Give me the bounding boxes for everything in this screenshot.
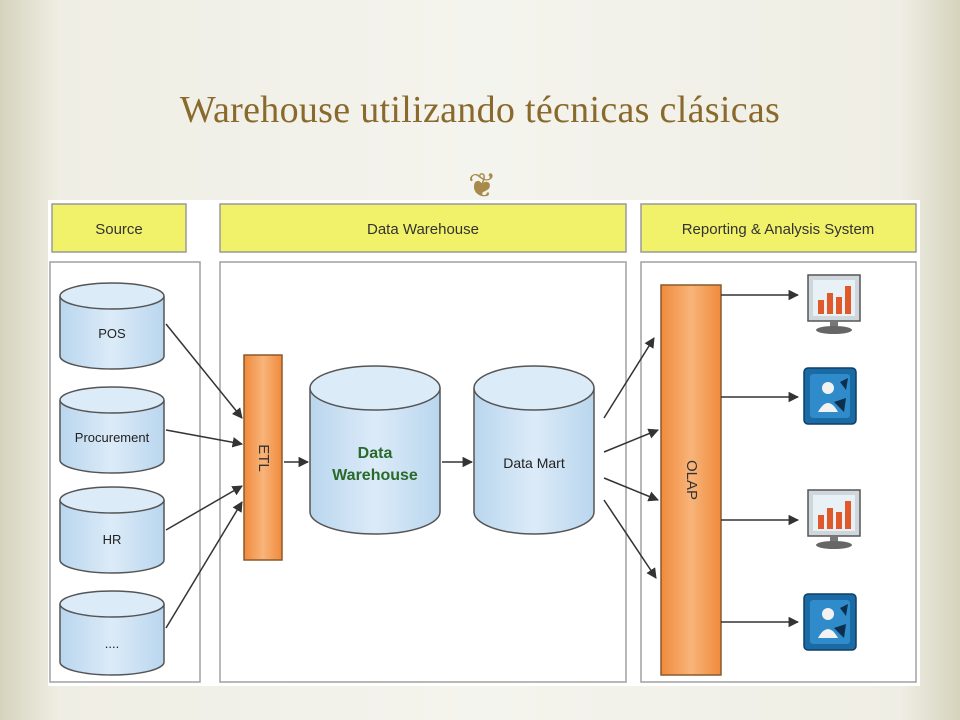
source-label-procurement: Procurement — [75, 430, 150, 445]
olap-process — [660, 284, 722, 676]
arrow-pos-etl — [165, 323, 243, 419]
arrow-hr-etl — [165, 485, 243, 531]
arrow-mart-out-2 — [603, 428, 659, 453]
diagram-canvas: Source Data Warehouse Reporting & Analys… — [49, 203, 917, 683]
data-warehouse-header-label: Data Warehouse — [367, 221, 479, 238]
bar-chart-monitor-icon — [807, 489, 861, 549]
data-mart-cylinder: Data Mart — [473, 365, 595, 535]
source-label-hr: HR — [103, 532, 122, 547]
source-pos-cylinder: POS — [59, 282, 165, 370]
reporting-header — [640, 203, 917, 253]
source-label-other: .... — [105, 636, 119, 651]
source-header — [51, 203, 187, 253]
slide-title: Warehouse utilizando técnicas clásicas — [179, 89, 781, 131]
olap-label: OLAP — [683, 460, 700, 500]
user-report-icon — [803, 593, 857, 651]
arrow-mart-out-4 — [603, 499, 657, 579]
arrow-procurement-etl — [165, 429, 244, 448]
arrow-mart-out-1 — [603, 337, 655, 419]
warehouse-cylinder: Data Warehouse — [309, 365, 441, 535]
data-mart-label: Data Mart — [503, 455, 565, 471]
fleuron-bullet-icon: ❦ — [468, 166, 497, 206]
source-other-cylinder: .... — [59, 590, 165, 676]
source-hr-cylinder: HR — [59, 486, 165, 574]
warehouse-label-line1: Data — [358, 445, 393, 462]
source-procurement-cylinder: Procurement — [59, 386, 165, 474]
etl-label: ETL — [255, 444, 272, 472]
data-warehouse-diagram: Source Data Warehouse Reporting & Analys… — [48, 200, 920, 686]
warehouse-label-line2: Warehouse — [332, 467, 418, 484]
source-label-pos: POS — [98, 326, 126, 341]
user-report-icon — [803, 367, 857, 425]
bar-chart-monitor-icon — [807, 274, 861, 334]
arrow-mart-out-3 — [603, 477, 659, 502]
source-header-label: Source — [95, 221, 143, 238]
reporting-header-label: Reporting & Analysis System — [682, 221, 875, 238]
etl-process — [243, 354, 283, 561]
data-warehouse-header — [219, 203, 627, 253]
arrow-other-etl — [165, 501, 243, 629]
